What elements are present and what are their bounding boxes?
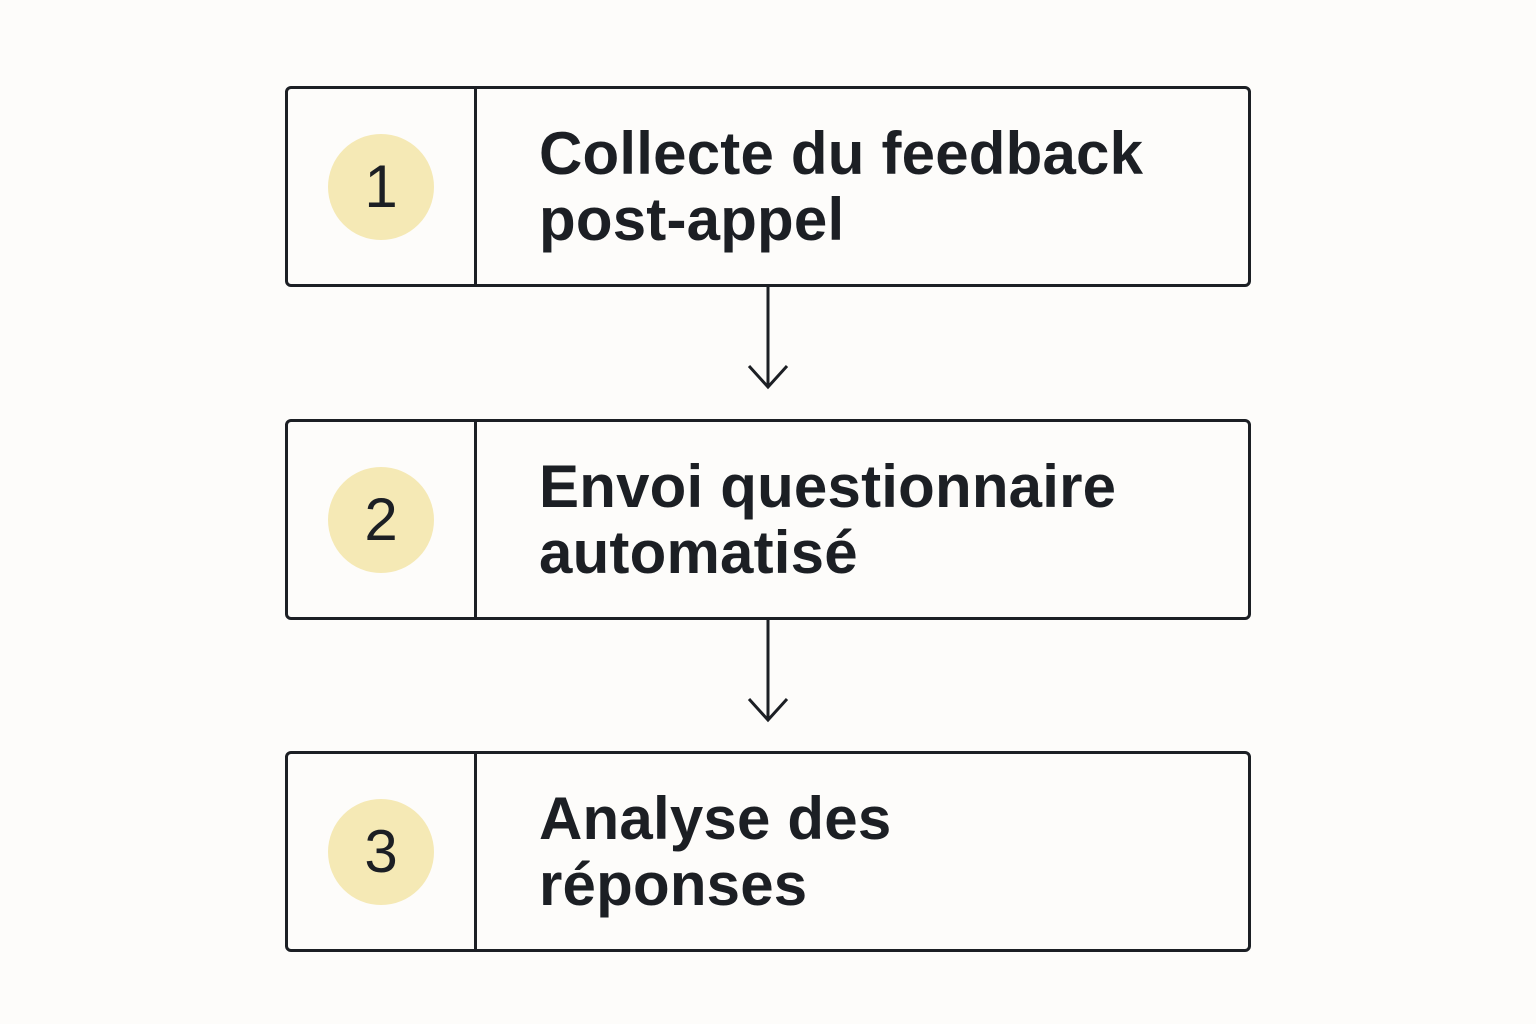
- step-box-3: 3 Analyse des réponses: [285, 751, 1251, 952]
- step-number-badge: 1: [328, 133, 434, 240]
- step-label: Collecte du feedback post-appel: [539, 119, 1144, 253]
- step-number-cell: 1: [288, 89, 477, 284]
- step-label-cell: Collecte du feedback post-appel: [477, 89, 1248, 284]
- step-box-1: 1 Collecte du feedback post-appel: [285, 86, 1251, 287]
- step-label-cell: Analyse des réponses: [477, 754, 1248, 949]
- step-number-cell: 2: [288, 422, 477, 617]
- arrow-down-icon: [747, 287, 789, 390]
- step-label: Analyse des réponses: [539, 784, 892, 918]
- arrow-down-icon: [747, 620, 789, 723]
- step-number-badge: 3: [328, 798, 434, 905]
- step-number-cell: 3: [288, 754, 477, 949]
- step-number-badge: 2: [328, 466, 434, 573]
- step-label: Envoi questionnaire automatisé: [539, 452, 1117, 586]
- step-label-cell: Envoi questionnaire automatisé: [477, 422, 1248, 617]
- step-box-2: 2 Envoi questionnaire automatisé: [285, 419, 1251, 620]
